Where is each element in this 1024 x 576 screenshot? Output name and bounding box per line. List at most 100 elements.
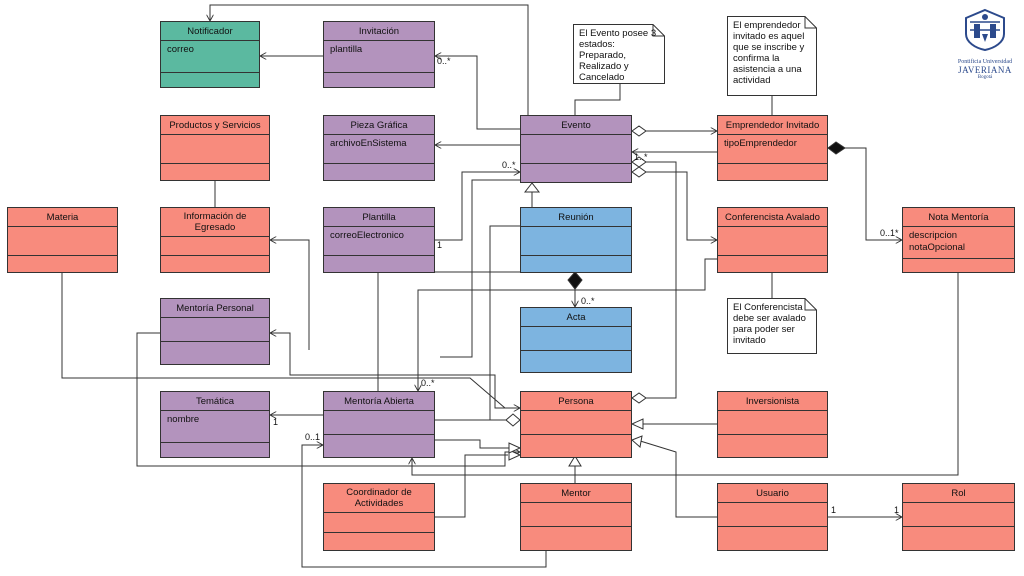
attr-descripcion: descripcion [909, 230, 958, 241]
edge-evento-invitacion [435, 56, 520, 130]
aggregation-diamond-evento-persona [631, 156, 647, 168]
class-acta[interactable]: Acta [520, 307, 632, 373]
inheritance-triangle-persona-usuario [631, 435, 643, 448]
class-informacion-egresado[interactable]: Información de Egresado [160, 207, 270, 273]
multiplicity-usuario-rol-a: 1 [831, 505, 837, 515]
attr-tipo: tipoEmprendedor [724, 138, 797, 149]
edge-evento-conferencista [646, 171, 717, 240]
attr-archivo: archivoEnSistema [330, 138, 407, 149]
class-attrs [324, 513, 434, 533]
class-attrs [521, 227, 631, 256]
class-productos-servicios[interactable]: Productos y Servicios [160, 115, 270, 181]
class-name: Conferencista Avalado [718, 208, 827, 227]
inheritance-triangle-persona-inversionista [630, 418, 644, 430]
class-invitacion[interactable]: Invitación plantilla [323, 21, 435, 88]
note-text: El Conferencista debe ser avalado para p… [733, 302, 806, 346]
multiplicity-invitacion-evento: 0..* [437, 56, 451, 66]
class-name: Productos y Servicios [161, 116, 269, 135]
class-coordinador-actividades[interactable]: Coordinador de Actividades [323, 483, 435, 551]
logo-line-3: Bogotá [977, 75, 993, 80]
class-conferencista-avalado[interactable]: Conferencista Avalado [717, 207, 828, 273]
edge-mentoria-abierta-persona-b [435, 439, 520, 449]
class-attrs: plantilla [324, 41, 434, 73]
note-text: El emprendedor invitado es aquel que se … [733, 20, 805, 86]
class-name: Acta [521, 308, 631, 327]
class-inversionista[interactable]: Inversionista [717, 391, 828, 458]
note-shape [727, 298, 817, 354]
class-tematica[interactable]: Temática nombre [160, 391, 270, 458]
note-emprendedor-invitado: El emprendedor invitado es aquel que se … [727, 16, 817, 96]
class-attrs: correoElectronico [324, 227, 434, 256]
edge-persona-mentoriapersonal [270, 333, 520, 409]
class-name: Materia [8, 208, 117, 227]
class-name: Mentoría Personal [161, 299, 269, 318]
class-name: Temática [161, 392, 269, 411]
edge-materia-persona [61, 273, 520, 408]
multiplicity-acta: 0..* [581, 296, 595, 306]
composition-diamond-emprendedor-nota [827, 141, 846, 155]
multiplicity-evento-emprendedor: 1..* [634, 152, 648, 162]
class-reunion[interactable]: Reunión [520, 207, 632, 273]
class-materia[interactable]: Materia [7, 207, 118, 273]
class-plantilla[interactable]: Plantilla correoElectronico [323, 207, 435, 273]
class-name: Inversionista [718, 392, 827, 411]
aggregation-diamond-evento-conferencista [631, 166, 647, 178]
edge-mentoria-informacion [270, 240, 310, 350]
inheritance-triangle-persona-mentor [568, 455, 582, 467]
multiplicity-tematica: 1 [273, 417, 279, 427]
note-text: El Evento posee 3 estados: Preparado, Re… [579, 28, 657, 83]
inheritance-triangle-evento [523, 182, 541, 193]
class-name: Emprendedor Invitado [718, 116, 827, 135]
class-usuario[interactable]: Usuario [717, 483, 828, 551]
aggregation-diamond-persona-top [631, 392, 647, 404]
class-name: Persona [521, 392, 631, 411]
class-name: Reunión [521, 208, 631, 227]
class-name: Evento [521, 116, 631, 135]
composition-diamond-reunion-acta [567, 271, 583, 290]
class-attrs [324, 411, 434, 435]
edge-plantilla-evento [435, 172, 520, 241]
attr-plantilla: plantilla [330, 44, 363, 55]
class-name: Notificador [161, 22, 259, 41]
class-rol[interactable]: Rol [902, 483, 1015, 551]
class-name: Coordinador de Actividades [324, 484, 434, 513]
aggregation-diamond-mentoria-persona [505, 413, 521, 427]
edge-usuario-persona [636, 439, 717, 518]
class-attrs [718, 503, 827, 527]
class-name: Rol [903, 484, 1014, 503]
class-mentoria-abierta[interactable]: Mentoría Abierta [323, 391, 435, 458]
multiplicity-plantilla-evento-b: 0..* [502, 160, 516, 170]
class-attrs: tipoEmprendedor [718, 135, 827, 164]
class-nota-mentoria[interactable]: Nota Mentoría descripcion notaOpcional [902, 207, 1015, 273]
university-logo: Pontificia Universidad JAVERIANA Bogotá [950, 8, 1020, 90]
class-attrs: correo [161, 41, 259, 73]
multiplicity-mentoria-abierta-b: 0..1 [305, 432, 321, 442]
class-persona[interactable]: Persona [520, 391, 632, 458]
class-mentoria-personal[interactable]: Mentoría Personal [160, 298, 270, 365]
class-mentor[interactable]: Mentor [520, 483, 632, 551]
class-name: Información de Egresado [161, 208, 269, 237]
attr-correo-electronico: correoElectronico [330, 230, 404, 241]
class-attrs: archivoEnSistema [324, 135, 434, 164]
inheritance-triangle-persona-coordinador [508, 449, 522, 461]
class-emprendedor-invitado[interactable]: Emprendedor Invitado tipoEmprendedor [717, 115, 828, 181]
class-name: Invitación [324, 22, 434, 41]
note-shape [727, 16, 817, 96]
edge-reunion-evento [489, 225, 520, 420]
class-name: Mentoría Abierta [324, 392, 434, 411]
attr-nota-opcional: notaOpcional [909, 242, 965, 253]
note-conferencista-aval: El Conferencista debe ser avalado para p… [727, 298, 817, 354]
edge-coordinador-persona [435, 454, 508, 518]
class-attrs [8, 227, 117, 256]
class-notificador[interactable]: Notificador correo [160, 21, 260, 88]
inheritance-triangle-persona-left [508, 442, 522, 454]
class-evento[interactable]: Evento [520, 115, 632, 183]
class-attrs [521, 327, 631, 351]
class-pieza-grafica[interactable]: Pieza Gráfica archivoEnSistema [323, 115, 435, 181]
note-evento-estados: El Evento posee 3 estados: Preparado, Re… [573, 24, 665, 84]
aggregation-diamond-evento-emprendedor [631, 125, 647, 137]
edge-evento-notificador [210, 4, 529, 115]
class-attrs [718, 227, 827, 256]
edge-mentoria-personal-abierta [136, 332, 520, 467]
